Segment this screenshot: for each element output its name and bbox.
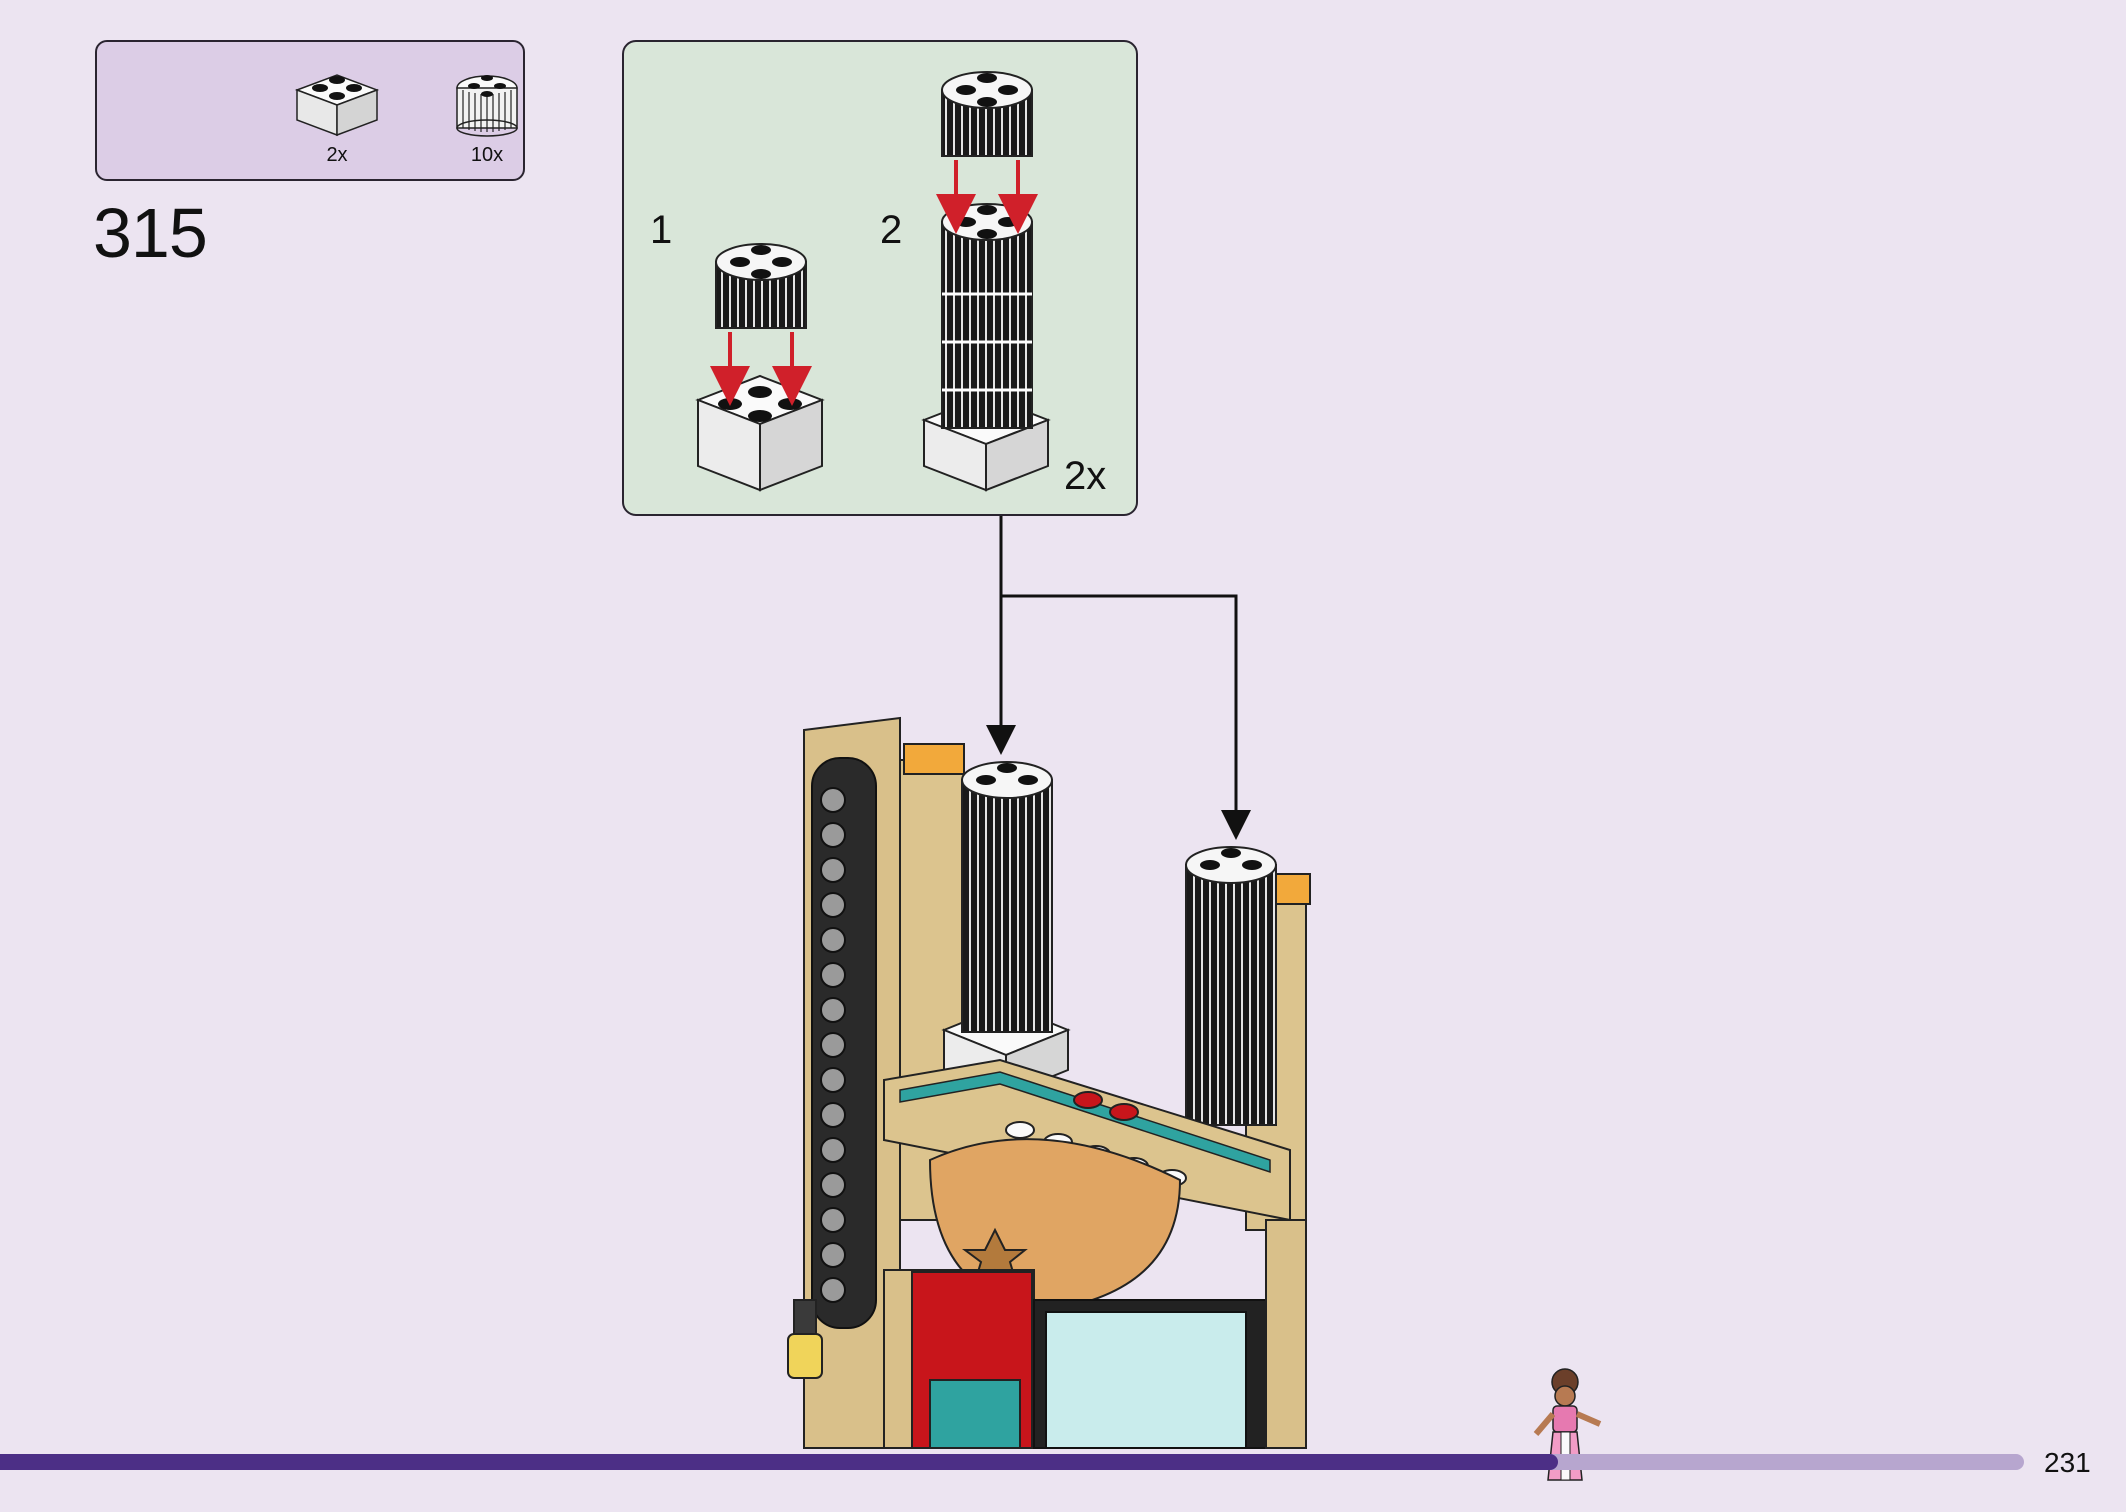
step-number: 315	[93, 194, 208, 272]
progress-fill	[0, 1454, 1559, 1470]
part-item-brick: 2x	[282, 60, 392, 167]
part-item-round-brick: 10x	[432, 60, 542, 167]
sub-step-2-illustration	[921, 71, 1051, 492]
part-qty: 10x	[470, 144, 504, 166]
sub-step-2-label: 2	[880, 208, 903, 252]
part-qty: 2x	[326, 144, 348, 166]
page-number: 231	[2044, 1447, 2091, 1478]
main-model	[787, 716, 1311, 1449]
sub-build-multiplier: 2x	[1064, 454, 1107, 498]
callout-arrows	[986, 516, 1251, 840]
brick-2x2-white-icon	[294, 74, 380, 137]
parts-list-box: 2x 10x	[95, 40, 525, 181]
round-brick-2x2-black-icon	[456, 75, 518, 137]
sub-step-1-illustration	[695, 243, 825, 492]
sub-step-1-label: 1	[650, 208, 673, 252]
